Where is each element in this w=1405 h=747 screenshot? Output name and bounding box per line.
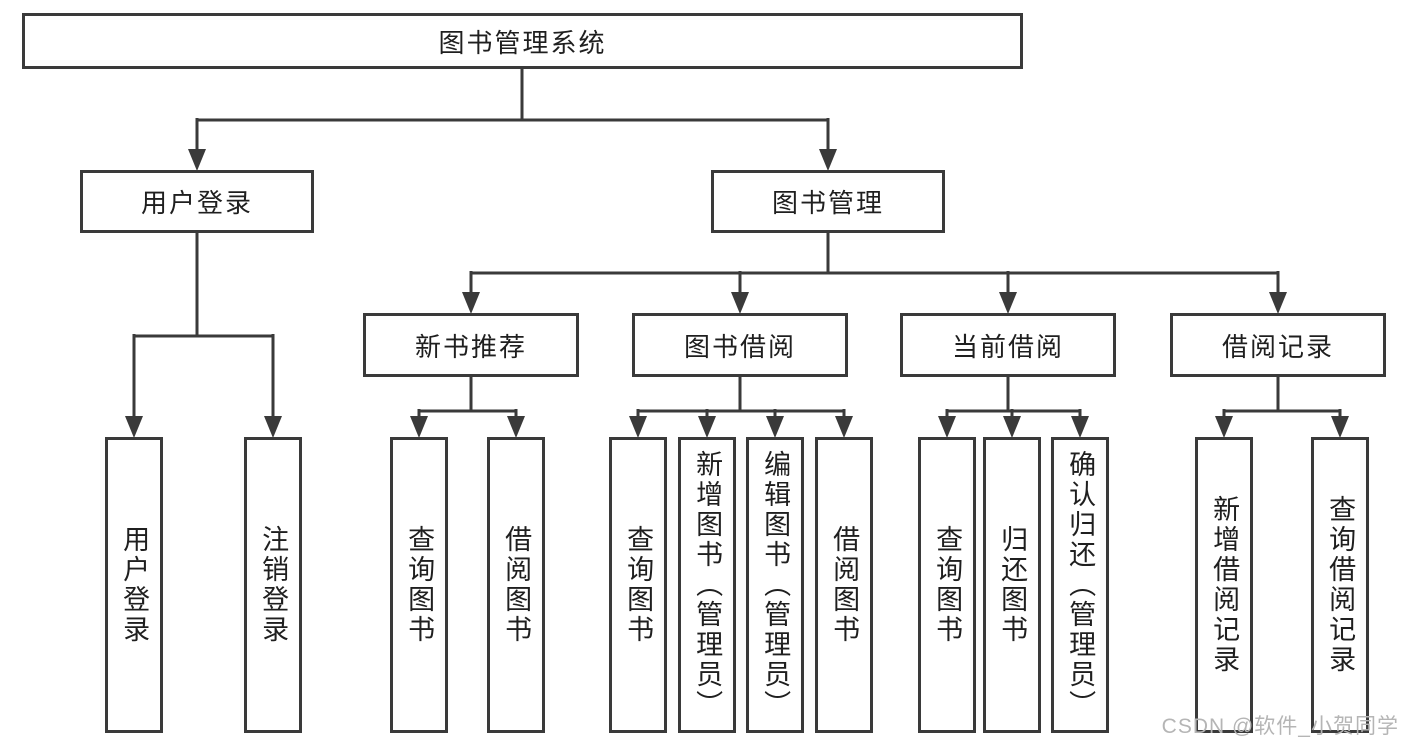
leaf-return-books: 归还图书 — [983, 437, 1041, 733]
leaf-label: 查询图书 — [932, 525, 963, 645]
node-label: 图书管理 — [771, 188, 884, 218]
leaf-borrow-books-recommend: 借阅图书 — [487, 437, 545, 733]
leaf-user-login: 用户登录 — [105, 437, 163, 733]
node-label: 当前借阅 — [951, 331, 1064, 362]
leaf-borrow-books: 借阅图书 — [815, 437, 873, 733]
leaf-label: 查询借阅记录 — [1325, 495, 1356, 675]
node-label: 用户登录 — [140, 188, 253, 218]
leaf-label: 归还图书 — [997, 525, 1028, 645]
leaf-label: 新增图书（管理员） — [692, 450, 723, 720]
leaf-query-books-borrow: 查询图书 — [609, 437, 667, 733]
node-root-label: 图书管理系统 — [438, 27, 607, 58]
node-new-book-recommend: 新书推荐 — [363, 313, 579, 377]
leaf-label: 借阅图书 — [829, 525, 860, 645]
leaf-edit-books-admin: 编辑图书（管理员） — [746, 437, 804, 733]
node-label: 图书借阅 — [683, 331, 796, 362]
node-label: 借阅记录 — [1221, 331, 1334, 362]
leaf-confirm-return-admin: 确认归还（管理员） — [1051, 437, 1109, 733]
leaf-label: 查询图书 — [404, 525, 435, 645]
leaf-query-books-current: 查询图书 — [918, 437, 976, 733]
leaf-add-borrow-record: 新增借阅记录 — [1195, 437, 1253, 733]
leaf-label: 注销登录 — [258, 525, 289, 645]
leaf-label: 查询图书 — [623, 525, 654, 645]
leaf-query-borrow-record: 查询借阅记录 — [1311, 437, 1369, 733]
node-user-login-branch: 用户登录 — [80, 170, 314, 233]
node-borrow-records: 借阅记录 — [1170, 313, 1386, 377]
node-book-management-branch: 图书管理 — [711, 170, 945, 233]
node-root-system: 图书管理系统 — [22, 13, 1023, 69]
leaf-query-books-recommend: 查询图书 — [390, 437, 448, 733]
leaf-label: 确认归还（管理员） — [1065, 450, 1096, 720]
csdn-watermark: CSDN @软件_小贺同学 — [1161, 715, 1399, 738]
leaf-add-books-admin: 新增图书（管理员） — [678, 437, 736, 733]
leaf-label: 借阅图书 — [501, 525, 532, 645]
node-label: 新书推荐 — [414, 331, 527, 362]
leaf-label: 新增借阅记录 — [1209, 495, 1240, 675]
node-book-borrow: 图书借阅 — [632, 313, 848, 377]
node-current-borrow: 当前借阅 — [900, 313, 1116, 377]
leaf-label: 编辑图书（管理员） — [760, 450, 791, 720]
leaf-label: 用户登录 — [119, 525, 150, 645]
leaf-logout: 注销登录 — [244, 437, 302, 733]
